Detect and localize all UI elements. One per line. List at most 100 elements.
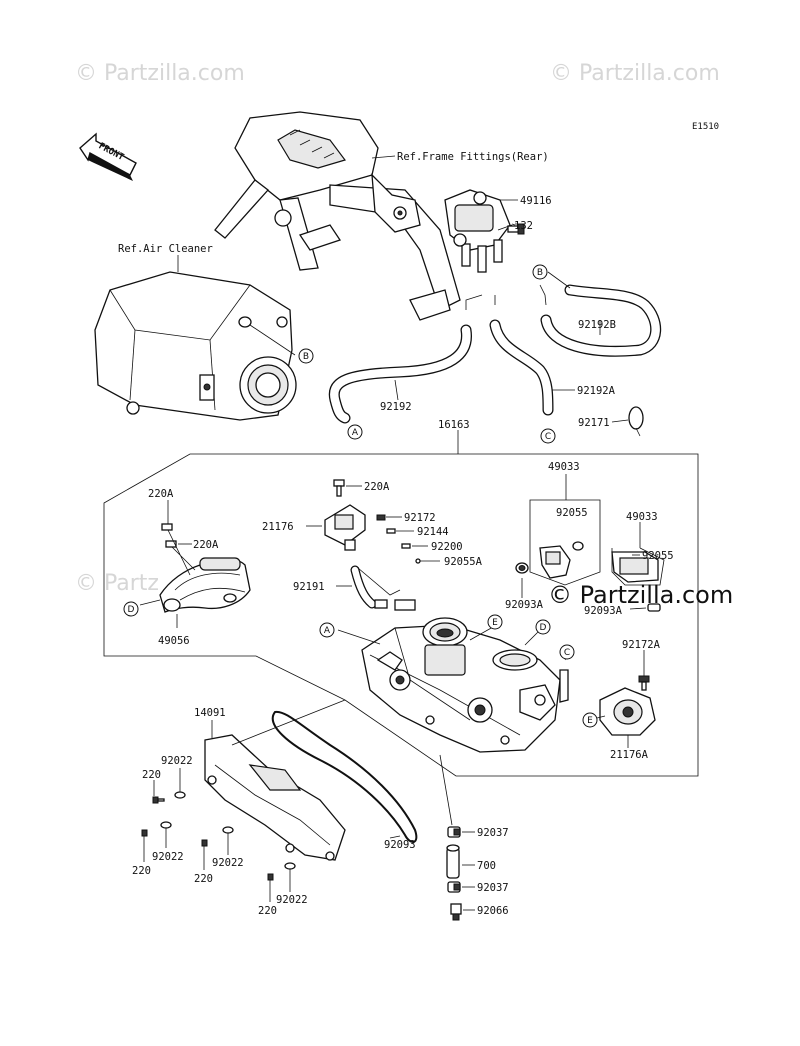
part-220a-screw-top: [333, 479, 345, 497]
part-92093a-a-seal: [515, 562, 529, 574]
svg-text:E: E: [587, 716, 593, 726]
watermark-top-right: © Partzilla.com: [550, 61, 720, 86]
part-220-screw-1: [152, 796, 165, 804]
part-92144-label: 92144: [417, 526, 449, 538]
part-220a-left1-label: 220A: [148, 488, 174, 500]
svg-text:D: D: [128, 605, 135, 615]
part-92055-b-label: 92055: [642, 550, 674, 562]
part-21176-label: 21176: [262, 521, 294, 533]
part-14091-label: 14091: [194, 707, 226, 719]
part-92022-2-label: 92022: [152, 851, 184, 863]
hose-92192: [328, 324, 472, 424]
throttle-body: [361, 599, 569, 753]
part-92022-1-label: 92022: [161, 755, 193, 767]
part-92192b-label: 92192B: [578, 319, 616, 331]
part-92191-label: 92191: [293, 581, 325, 593]
svg-text:E: E: [492, 618, 498, 628]
connector-e-body: E: [487, 614, 503, 630]
part-92066-plug: [450, 903, 462, 921]
part-92192-label: 92192: [380, 401, 412, 413]
part-92022-3-label: 92022: [212, 857, 244, 869]
oring-92055-a: [572, 541, 584, 551]
part-92022-washer-4: [284, 862, 296, 870]
part-49033-a-box: [529, 499, 601, 586]
part-92022-washer-1: [174, 791, 186, 799]
part-220a-screw-left1: [161, 523, 173, 531]
part-92093a-b-label: 92093A: [584, 605, 623, 617]
watermarks: © Partzilla.com © Partzilla.com © Partz …: [75, 61, 733, 609]
part-92172-label: 92172: [404, 512, 436, 524]
part-92093a-a-label: 92093A: [505, 599, 544, 611]
hose-92192a: [489, 319, 554, 416]
footer-logo: © Partzilla.com: [548, 581, 733, 609]
svg-text:A: A: [324, 626, 331, 636]
part-92022-4-label: 92022: [276, 894, 308, 906]
connector-b-top: B: [532, 264, 571, 289]
part-49056-label: 49056: [158, 635, 190, 647]
part-49033-a-label: 49033: [548, 461, 580, 473]
part-21176a-sensor: [599, 687, 656, 736]
part-92192a-label: 92192A: [577, 385, 616, 397]
part-220a-screw-left2: [165, 540, 177, 548]
part-92055a-label: 92055A: [444, 556, 483, 568]
connector-d-body: D: [535, 619, 551, 635]
part-92171-label: 92171: [578, 417, 610, 429]
part-220-screw-2: [141, 829, 148, 837]
front-arrow-icon: FRONT: [79, 132, 137, 181]
part-49033-a-injector: [539, 545, 571, 579]
part-92022-washer-3: [222, 826, 234, 834]
part-92093a-b-seal: [647, 603, 661, 612]
watermark-top-left: © Partzilla.com: [75, 61, 245, 86]
part-92066-label: 92066: [477, 905, 509, 917]
part-92037-b-label: 92037: [477, 882, 509, 894]
part-132-bolt: [507, 223, 525, 235]
hose-92192b: [540, 284, 662, 357]
part-21176a-label: 21176A: [610, 749, 649, 761]
part-14091-cover: [204, 734, 346, 861]
part-92055-a-label: 92055: [556, 507, 588, 519]
part-49033-b-injector: [611, 551, 659, 583]
part-49116-label: 49116: [520, 195, 552, 207]
part-220a-top-label: 220A: [364, 481, 390, 493]
small-parts-stack: [376, 514, 421, 564]
connector-e-sensor: E: [582, 712, 598, 728]
svg-text:B: B: [303, 352, 309, 362]
part-220a-left2-label: 220A: [193, 539, 219, 551]
connector-a-top: A: [347, 424, 363, 440]
connector-c-body: C: [559, 644, 575, 660]
connector-d-left: D: [123, 601, 139, 617]
part-220-4-label: 220: [258, 905, 277, 917]
ref-frame-label: Ref.Frame Fittings(Rear): [397, 151, 549, 163]
part-700-pipe: [446, 844, 460, 879]
part-49033-b-label: 49033: [626, 511, 658, 523]
svg-text:C: C: [545, 432, 551, 442]
part-92022-washer-2: [160, 821, 172, 829]
part-49033-b-box: [611, 547, 665, 586]
part-16163-label: 16163: [438, 419, 470, 431]
part-220-3-label: 220: [194, 873, 213, 885]
ref-air-cleaner-label: Ref.Air Cleaner: [118, 243, 213, 255]
part-92172a-screw: [638, 675, 650, 691]
part-92200-label: 92200: [431, 541, 463, 553]
part-92037-a-label: 92037: [477, 827, 509, 839]
part-220-2-label: 220: [132, 865, 151, 877]
part-92172a-label: 92172A: [622, 639, 661, 651]
connector-a-body: A: [319, 622, 335, 638]
part-92093-gasket: [271, 710, 418, 843]
svg-text:D: D: [540, 623, 547, 633]
part-700-label: 700: [477, 860, 496, 872]
frame-fittings: [214, 111, 461, 321]
part-132-label: 132: [514, 220, 533, 232]
watermark-mid-left: © Partz: [75, 571, 159, 596]
part-92037-clamp-a: [447, 826, 461, 838]
air-cleaner: [94, 271, 297, 421]
svg-text:A: A: [352, 428, 359, 438]
part-220-1-label: 220: [142, 769, 161, 781]
assembly-16163-outline: [103, 453, 699, 777]
part-92037-clamp-b: [447, 881, 461, 893]
svg-text:C: C: [564, 648, 570, 658]
diagram-code: E1510: [692, 122, 719, 132]
part-220-screw-4: [267, 873, 274, 881]
connector-b-air: B: [298, 348, 314, 364]
